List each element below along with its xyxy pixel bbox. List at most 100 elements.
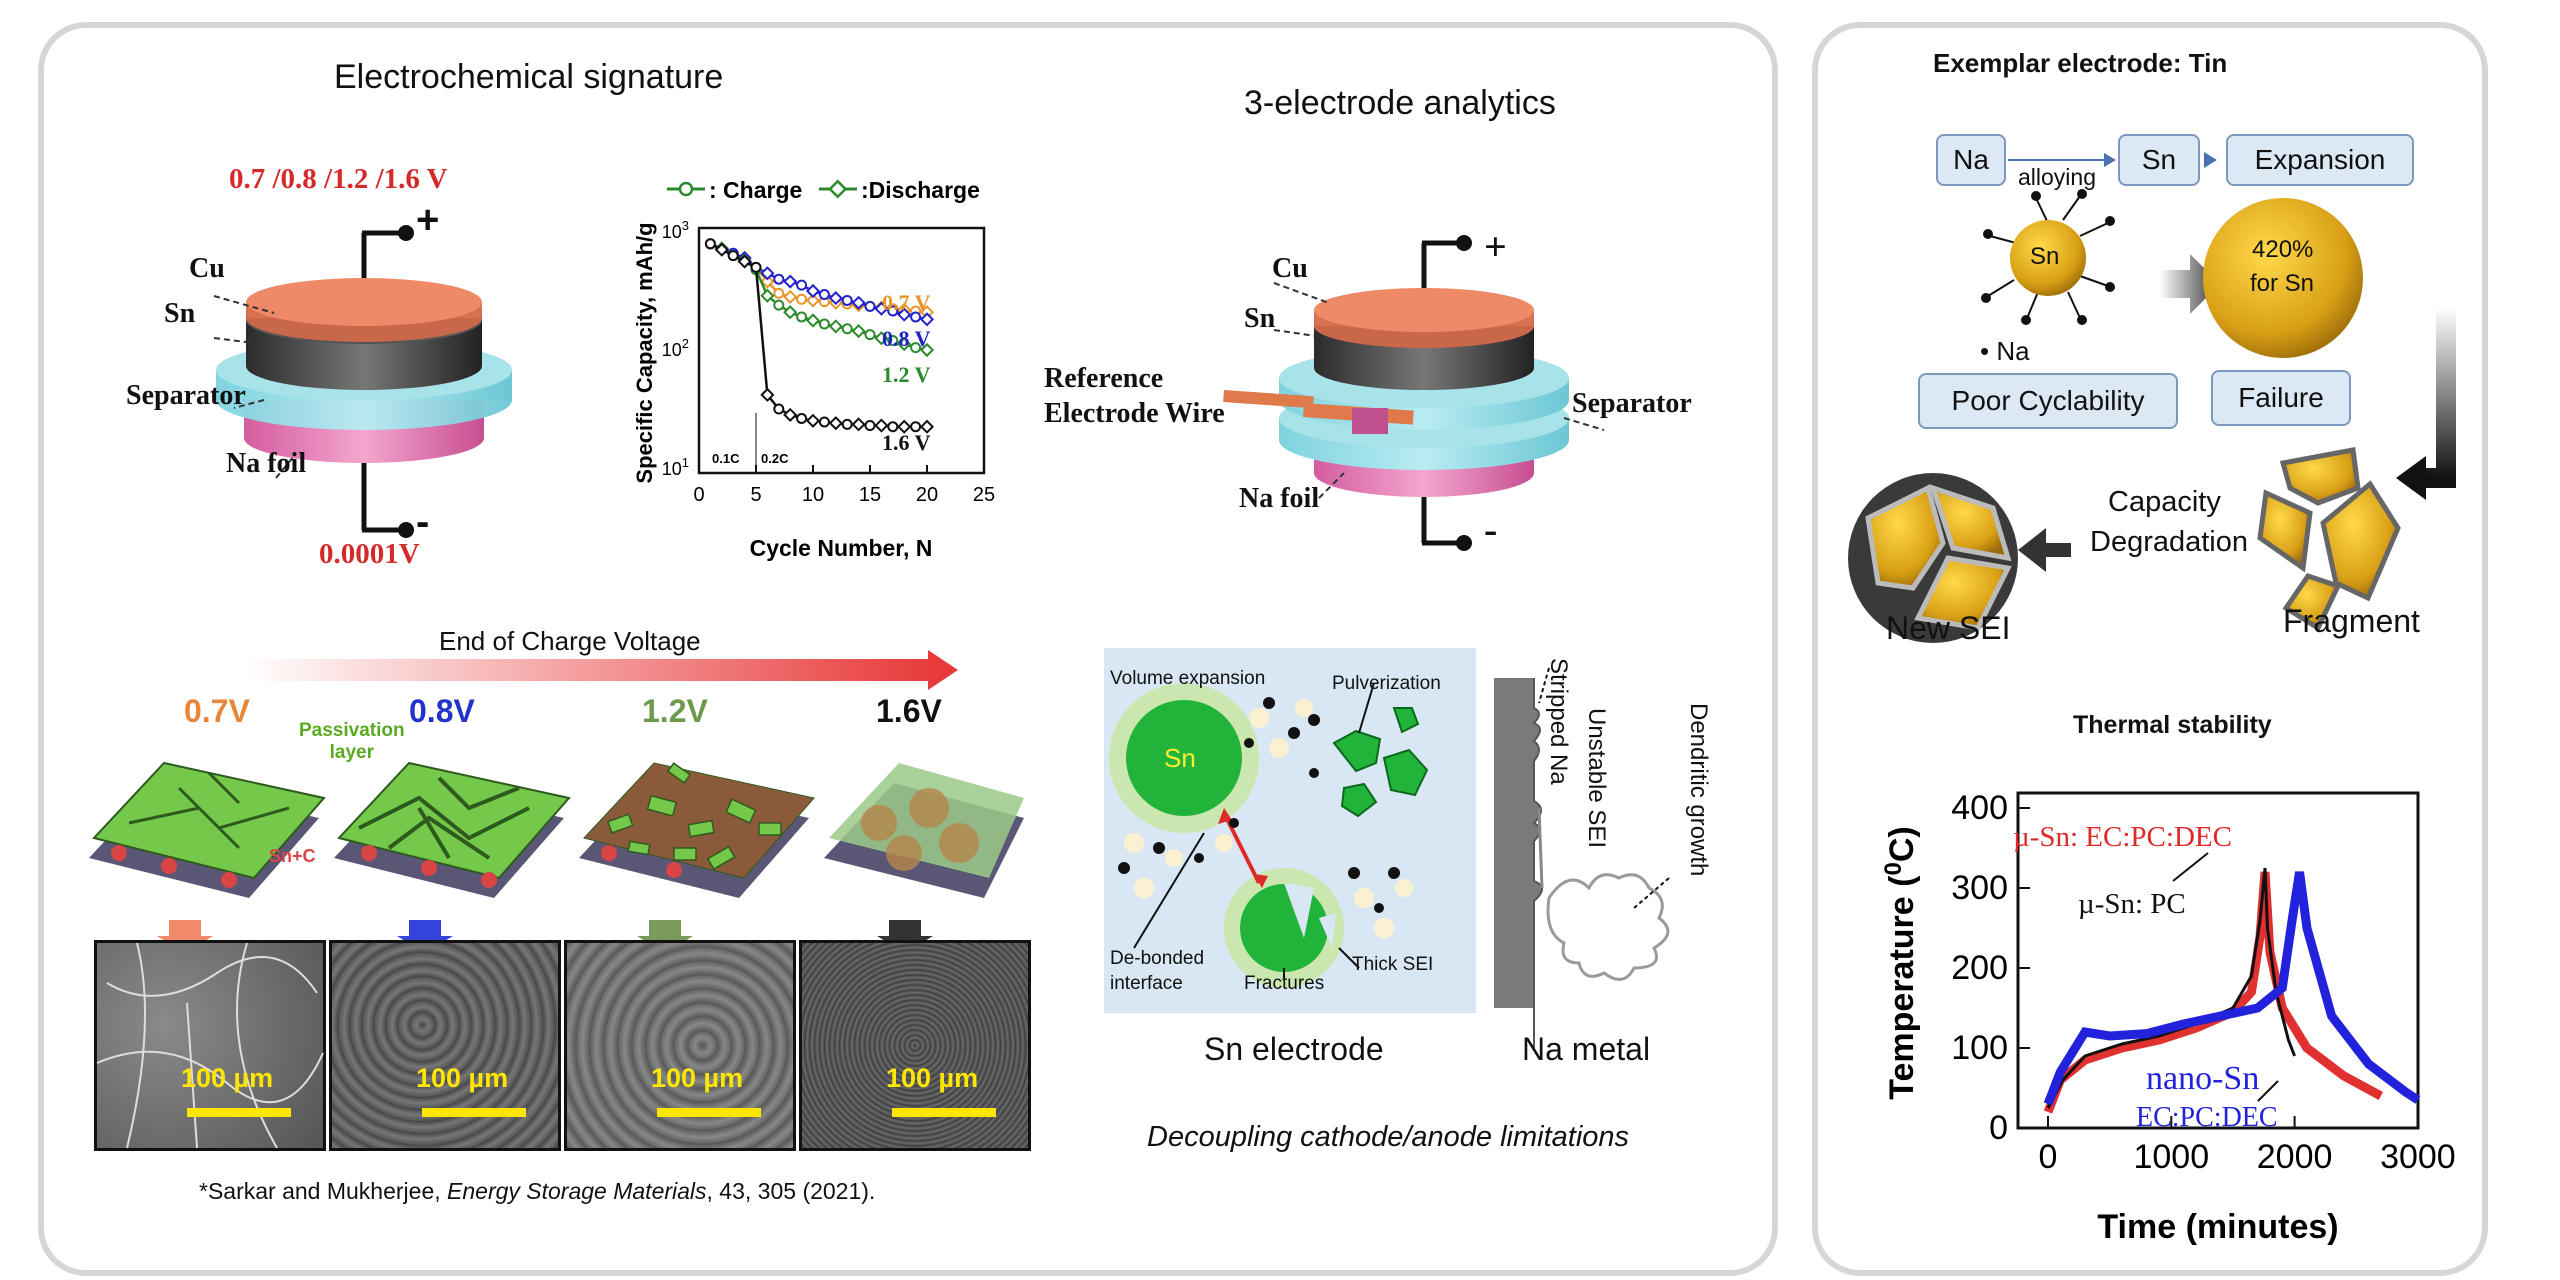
svg-text:0: 0 xyxy=(1989,1109,2008,1147)
svg-text:10: 10 xyxy=(802,484,824,506)
sem-image-07: 100 µm xyxy=(94,940,326,1151)
three-sn-label: Sn xyxy=(1244,303,1276,334)
sn-c-label: Sn+C xyxy=(269,846,316,866)
scale-label-4: 100 µm xyxy=(886,1063,979,1093)
sn-particle-text: Sn xyxy=(2030,243,2060,270)
sn-label: Sn xyxy=(164,298,196,329)
pulverization-label: Pulverization xyxy=(1332,673,1441,694)
three-cu-label: Cu xyxy=(1272,253,1308,284)
dendritic-growth-label: Dendritic growth xyxy=(1685,703,1712,877)
thick-sei-label: Thick SEI xyxy=(1352,954,1434,975)
expansion-box: Expansion xyxy=(2226,134,2414,186)
sn-electrode-label: Sn electrode xyxy=(1204,1031,1384,1067)
voltage-07: 0.7V xyxy=(184,693,250,729)
failure-box: Failure xyxy=(2211,370,2351,426)
svg-text:Specific Capacity, mAh/g: Specific Capacity, mAh/g xyxy=(632,222,657,483)
left-panel: Electrochemical signature 0.7 /0.8 /1.2 … xyxy=(38,22,1778,1276)
pct-420: 420% xyxy=(2252,236,2314,263)
tin-flow-diagram xyxy=(1848,189,2456,643)
scale-label-1: 100 µm xyxy=(181,1063,274,1093)
svg-text:20: 20 xyxy=(916,484,938,506)
expansion-arrow-head xyxy=(2204,152,2217,168)
na-box: Na xyxy=(1936,134,2006,186)
svg-text:5: 5 xyxy=(750,484,761,506)
stripped-na-label: Stripped Na xyxy=(1545,658,1572,785)
reference-label-2: Electrode Wire xyxy=(1044,398,1225,429)
alloying-arrow xyxy=(2008,159,2108,161)
tile-16 xyxy=(824,763,1024,898)
na-foil-label: Na foil xyxy=(226,448,307,479)
na-metal-diagram xyxy=(1494,667,1670,1051)
svg-text:0: 0 xyxy=(2039,1138,2058,1176)
fractures-label: Fractures xyxy=(1244,973,1325,994)
voltage-08: 0.8V xyxy=(409,693,475,729)
three-electrode-diagram xyxy=(1223,235,1605,551)
passivation-schematics xyxy=(89,761,1024,953)
svg-text:102: 102 xyxy=(662,336,689,360)
svg-text:1000: 1000 xyxy=(2133,1138,2209,1176)
scale-label-2: 100 µm xyxy=(416,1063,509,1093)
svg-text:Cycle Number, N: Cycle Number, N xyxy=(750,535,933,561)
minus-terminal-label: - xyxy=(416,500,430,544)
alloying-arrow-head xyxy=(2104,153,2116,167)
right-panel: Exemplar electrode: Tin Na alloying Sn E… xyxy=(1812,22,2488,1276)
label-nano-sn-solvent: EC:PC:DEC xyxy=(2136,1102,2278,1133)
three-plus-label: + xyxy=(1484,224,1507,269)
eoc-title: End of Charge Voltage xyxy=(439,626,701,656)
svg-text:200: 200 xyxy=(1951,949,2008,987)
series-label-16: 1.6 V xyxy=(882,430,931,455)
scale-bar-3 xyxy=(657,1108,761,1117)
eoc-arrow-head xyxy=(928,650,958,690)
svg-text:0.1C: 0.1C xyxy=(712,451,740,466)
voltage-16: 1.6V xyxy=(876,693,942,729)
label-pc: µ-Sn: PC xyxy=(2078,888,2186,920)
alloying-label: alloying xyxy=(2018,164,2096,190)
fragment-shards xyxy=(2257,447,2401,632)
label-nano-sn: nano-Sn xyxy=(2146,1060,2260,1097)
na-dot-label: • Na xyxy=(1980,336,2030,366)
capacity-label-2: Degradation xyxy=(2090,526,2248,558)
svg-text:103: 103 xyxy=(662,218,689,242)
svg-text:15: 15 xyxy=(859,484,881,506)
fragment-label: Fragment xyxy=(2283,603,2420,639)
tin-title: Exemplar electrode: Tin xyxy=(1933,48,2228,78)
coin-cell-diagram xyxy=(213,225,512,538)
svg-text:Temperature (0C): Temperature (0C) xyxy=(1880,826,1921,1099)
volume-expansion-label: Volume expansion xyxy=(1110,668,1266,689)
three-na-foil-label: Na foil xyxy=(1239,483,1320,514)
unstable-sei-label: Unstable SEI xyxy=(1583,708,1610,849)
separator-label: Separator xyxy=(126,380,246,411)
voltage-top-label: 0.7 /0.8 /1.2 /1.6 V xyxy=(229,163,448,195)
svg-text:25: 25 xyxy=(973,484,995,506)
eoc-arrow xyxy=(244,659,934,681)
scale-bar-4 xyxy=(892,1108,996,1117)
sn-particle-label: Sn xyxy=(1164,743,1196,773)
svg-text:101: 101 xyxy=(662,455,689,479)
three-electrode-title: 3-electrode analytics xyxy=(1244,84,1556,122)
cu-label: Cu xyxy=(189,253,225,284)
scale-bar-2 xyxy=(422,1108,526,1117)
reference-label-1: Reference xyxy=(1044,363,1164,394)
new-sei-label: New SEI xyxy=(1886,610,2011,646)
tile-08 xyxy=(334,761,571,898)
sn-box: Sn xyxy=(2118,134,2200,186)
svg-text:Time (minutes): Time (minutes) xyxy=(2097,1208,2338,1246)
series-label-07: 0.7 V xyxy=(882,290,931,315)
sem-image-16: 100 µm xyxy=(799,940,1031,1151)
series-label-12: 1.2 V xyxy=(882,362,931,387)
capacity-label-1: Capacity xyxy=(2108,486,2221,518)
voltage-12: 1.2V xyxy=(642,693,708,729)
for-sn: for Sn xyxy=(2250,270,2315,297)
svg-text:100: 100 xyxy=(1951,1029,2008,1067)
citation: *Sarkar and Mukherjee, Energy Storage Ma… xyxy=(199,1178,876,1204)
three-separator-label: Separator xyxy=(1572,388,1692,419)
poor-cyclability-box: Poor Cyclability xyxy=(1918,373,2178,429)
label-ec-pc-dec: µ-Sn: EC:PC:DEC xyxy=(2013,821,2232,853)
passivation-layer-label: Passivation layer xyxy=(299,720,405,763)
legend-charge: : Charge xyxy=(709,177,802,203)
echem-title: Electrochemical signature xyxy=(334,58,724,96)
svg-text:300: 300 xyxy=(1951,869,2008,907)
plus-terminal-label: + xyxy=(416,198,440,242)
three-minus-label: - xyxy=(1484,507,1498,552)
